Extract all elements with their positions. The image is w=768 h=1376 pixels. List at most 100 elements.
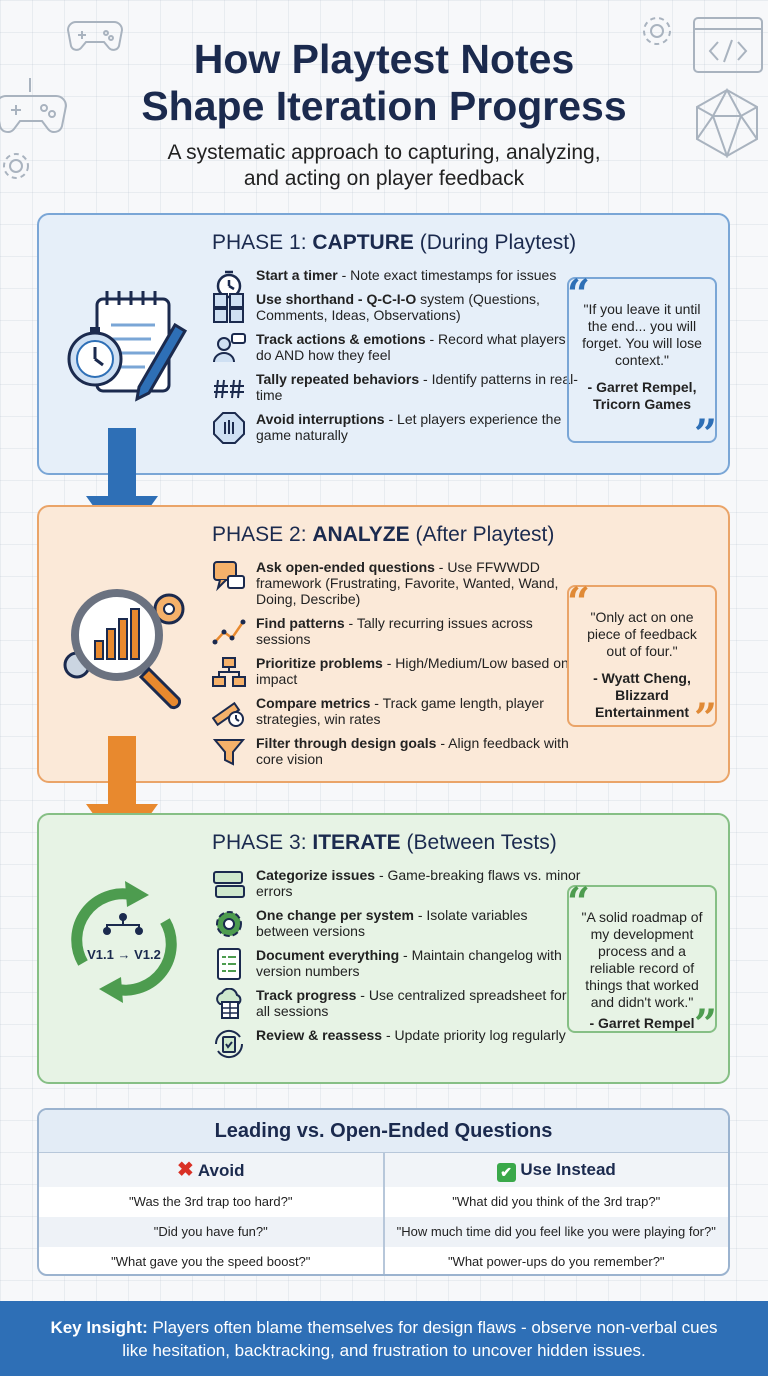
item-text: - Game-breaking flaws vs. minor errors [256,867,581,899]
quote-text: "A solid roadmap of my development proce… [581,909,703,1010]
phase-2-name: ANALYZE [312,523,410,546]
page-title: How Playtest Notes Shape Iteration Progr… [0,36,768,130]
item-bold: Categorize issues [256,867,376,883]
item-text: - High/Medium/Low based on impact [256,655,569,687]
phase-1-item: Track actions & emotions - Record what p… [212,331,582,363]
trend-line-icon [212,619,246,645]
phase-1-item: Use shorthand - Q-C-I-O system (Question… [212,291,582,323]
open-quote-icon: “ [567,579,591,626]
phase-3-items: Categorize issues - Game-breaking flaws … [212,867,582,1059]
phase-3-item: Review & reassess - Update priority log … [212,1027,582,1059]
phase-3-item: Categorize issues - Game-breaking flaws … [212,867,582,899]
close-quote-icon: ” [693,695,717,742]
phase-2-title: PHASE 2: ANALYZE (After Playtest) [212,523,554,547]
item-bold: Document everything [256,947,400,963]
hierarchy-icon [212,657,246,687]
item-bold: One change per system [256,907,414,923]
quote-text: "Only act on one piece of feedback out o… [587,609,697,659]
refresh-clipboard-icon [214,1029,244,1059]
item-text: - Use FFWWDD framework (Frustrating, Fav… [256,559,559,607]
title-line-2: Shape Iteration Progress [141,83,627,129]
item-text: - Record what players do AND how they fe… [256,331,566,363]
phase-1-quote: “ "If you leave it until the end... you … [567,271,717,455]
phase-3-name: ITERATE [312,831,401,854]
key-insight-label: Key Insight: [50,1318,148,1337]
phase-2-items: Ask open-ended questions - Use FFWWDD fr… [212,559,582,775]
avoid-question: "Was the 3rd trap too hard?" [129,1194,293,1209]
instead-column: ✔ Use Instead "What did you think of the… [382,1153,728,1274]
document-list-icon [217,948,241,980]
phase-1-when: (During Playtest) [419,231,577,254]
instead-label: Use Instead [520,1160,616,1179]
phase-2-quote: “ "Only act on one piece of feedback out… [567,579,717,739]
phase-2-when: (After Playtest) [415,523,555,546]
item-bold: Tally repeated behaviors [256,371,420,387]
gear-icon [3,153,29,179]
phase-1-item: Avoid interruptions - Let players experi… [212,411,582,444]
speech-question-icon [213,561,245,592]
page-subtitle: A systematic approach to capturing, anal… [0,140,768,192]
ruler-clock-icon [212,701,244,727]
gamepad-icon [66,21,124,51]
comparison-table: Leading vs. Open-Ended Questions ✖ Avoid… [37,1108,730,1276]
phase-3-title: PHASE 3: ITERATE (Between Tests) [212,831,557,855]
item-text: - Maintain changelog with version number… [256,947,562,979]
avoid-question: "What gave you the speed boost?" [111,1254,311,1269]
item-bold: Avoid interruptions [256,411,385,427]
stop-hand-icon [213,412,245,444]
phase-2-item: Ask open-ended questions - Use FFWWDD fr… [212,559,582,607]
phase-1-item: Start a timer - Note exact timestamps fo… [212,267,582,299]
title-line-1: How Playtest Notes [193,36,575,82]
close-quote-icon: ” [693,411,717,458]
item-text: - Track game length, player strategies, … [256,695,544,727]
phase-1-label: PHASE 1: [212,231,307,254]
item-text: - Use centralized spreadsheet for all se… [256,987,567,1019]
phase-2-item: Find patterns - Tally recurring issues a… [212,615,582,647]
phase-3-item: Track progress - Use centralized spreads… [212,987,582,1019]
quote-author: - Wyatt Cheng, Blizzard Entertainment [593,670,691,720]
red-x-icon: ✖ [177,1159,194,1181]
phase-2-label: PHASE 2: [212,523,307,546]
phase-2-item: Prioritize problems - High/Medium/Low ba… [212,655,582,687]
item-bold: Start a timer [256,267,338,283]
phase-1-item: Tally repeated behaviors - Identify patt… [212,371,582,403]
subtitle-line-1: A systematic approach to capturing, anal… [167,141,601,164]
instead-question: "What did you think of the 3rd trap?" [452,1194,661,1209]
open-quote-icon: “ [567,879,591,926]
phase-1-title: PHASE 1: CAPTURE (During Playtest) [212,231,576,255]
item-bold: Use shorthand - Q-C-I-O [256,291,417,307]
gear-icon [643,17,671,45]
avoid-label: Avoid [197,1161,245,1180]
phase-3-card: V1.1 → V1.2 PHASE 3: ITERATE (Between Te… [37,813,730,1084]
version-label: V1.1 → V1.2 [87,947,161,962]
phase-2-card: PHASE 2: ANALYZE (After Playtest) Ask op… [37,505,730,783]
open-quote-icon: “ [567,271,591,318]
d20-dice-icon [696,88,758,158]
close-quote-icon: ” [693,1001,717,1048]
code-window-icon [693,17,763,73]
cloud-sheet-icon [216,988,242,1019]
quote-author: - Garret Rempel [589,1015,695,1031]
quote-author: - Garret Rempel, Tricorn Games [587,379,697,412]
item-bold: Filter through design goals [256,735,437,751]
gear-icon [216,911,242,937]
item-bold: Ask open-ended questions [256,559,435,575]
phase-2-item: Filter through design goals - Align feed… [212,735,582,767]
phase-1-card: PHASE 1: CAPTURE (During Playtest) Start… [37,213,730,475]
avoid-header: ✖ Avoid [39,1153,383,1187]
timer-icon [216,270,242,299]
magnifier-chart-gears-icon [63,589,185,710]
gamepad-icon [0,78,68,133]
instead-header: ✔ Use Instead [384,1153,728,1187]
item-text: - Identify patterns in real-time [256,371,578,403]
notepad-stopwatch-pen-icon [67,291,188,402]
item-bold: Find patterns [256,615,345,631]
phase-1-name: CAPTURE [312,231,414,254]
item-text: - Update priority log regularly [382,1027,566,1043]
cycle-arrows-icon: V1.1 → V1.2 [59,877,189,1007]
item-text: - Isolate variables between versions [256,907,528,939]
subtitle-line-2: and acting on player feedback [243,167,525,190]
person-speech-icon [213,333,246,363]
item-text: - Tally recurring issues across sessions [256,615,533,647]
comparison-title: Leading vs. Open-Ended Questions [39,1110,728,1153]
